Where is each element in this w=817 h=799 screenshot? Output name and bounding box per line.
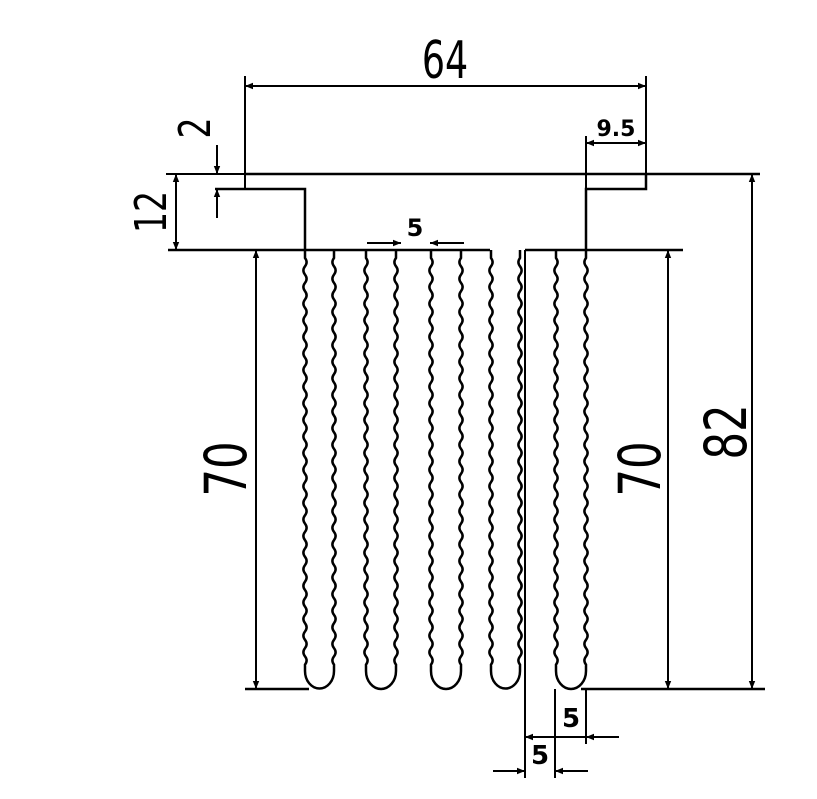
label-flange-overhang: 9.5 bbox=[597, 117, 636, 142]
dimension-labels: 64 9.5 2 12 5 70 70 82 5 5 bbox=[126, 29, 760, 771]
dimension-lines bbox=[166, 76, 756, 778]
profile-outline bbox=[168, 172, 765, 691]
fin-wall bbox=[553, 250, 559, 671]
fin-wall bbox=[393, 250, 399, 671]
label-fin-spacing: 5 bbox=[407, 214, 424, 242]
label-fin-thickness: 5 bbox=[562, 704, 580, 734]
fin-tip bbox=[364, 670, 398, 691]
label-fin-height-right: 70 bbox=[607, 441, 675, 496]
fin-wall bbox=[517, 250, 523, 671]
fin-wall bbox=[363, 250, 369, 671]
fin-wall bbox=[583, 250, 589, 671]
label-flange-lip: 2 bbox=[170, 118, 221, 139]
left-flange bbox=[215, 187, 307, 250]
fin-wall bbox=[428, 250, 434, 671]
fin-wall bbox=[488, 250, 494, 671]
fin-wall bbox=[331, 250, 337, 671]
fin-array bbox=[302, 250, 589, 691]
label-overall-height: 82 bbox=[693, 404, 761, 459]
fin-tip bbox=[429, 670, 463, 691]
fin-wall bbox=[458, 250, 464, 671]
label-slot-gap: 5 bbox=[531, 741, 549, 771]
fin-tip bbox=[303, 670, 336, 690]
label-base-thickness: 12 bbox=[126, 191, 177, 233]
label-overall-width: 64 bbox=[422, 29, 468, 90]
fin-tip bbox=[489, 670, 522, 690]
label-fin-height-left: 70 bbox=[193, 441, 261, 496]
fin-wall bbox=[302, 250, 308, 671]
right-flange bbox=[584, 174, 648, 250]
fin-tip bbox=[554, 670, 588, 691]
